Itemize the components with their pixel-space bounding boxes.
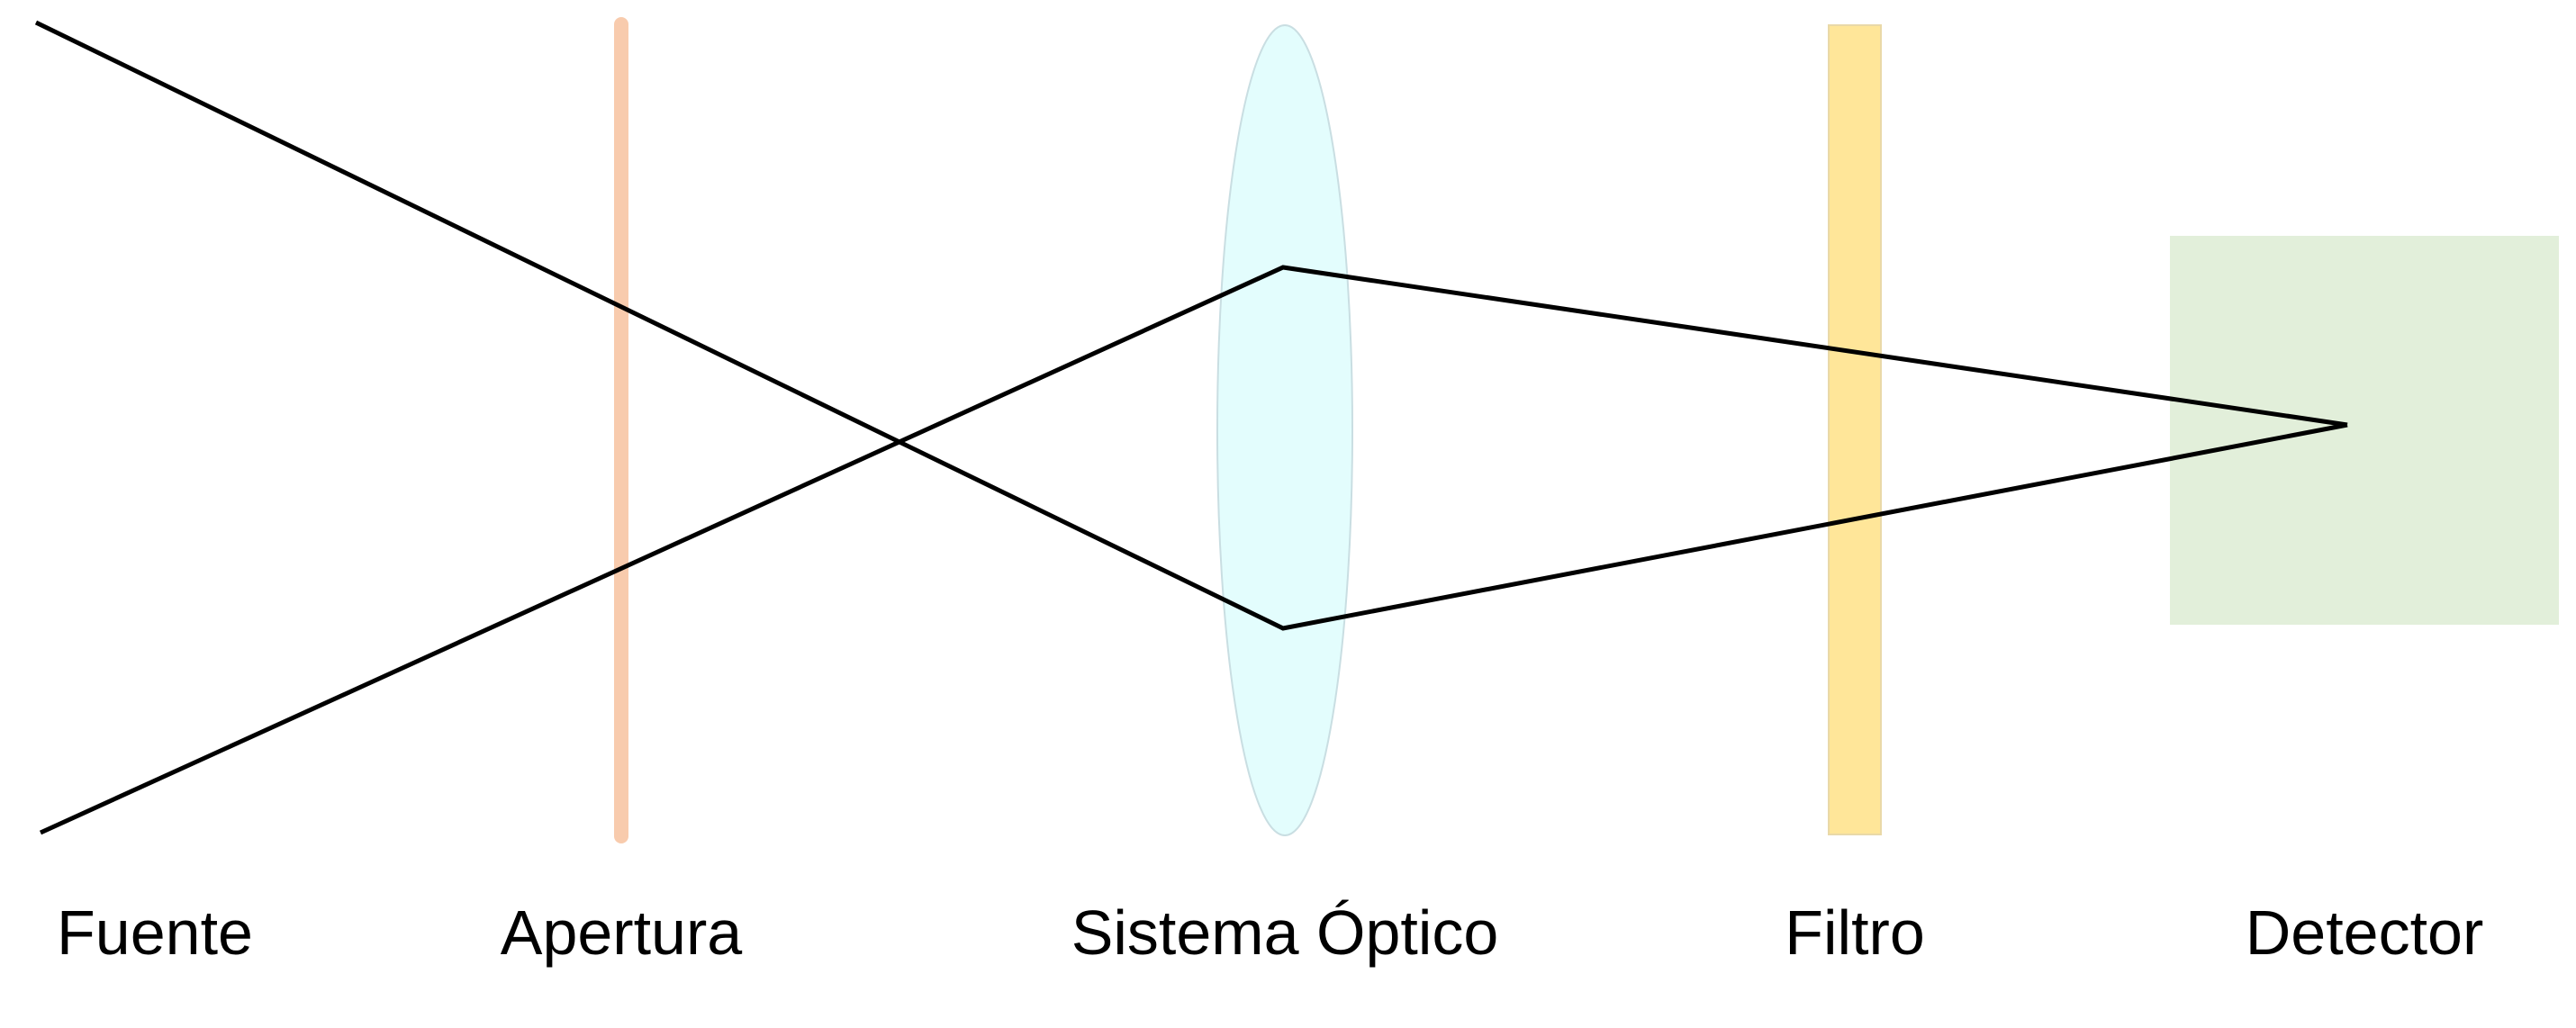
detector-label: Detector [2246,897,2484,968]
filter-shape [1828,24,1882,835]
ray-from-top-of-source [34,20,2348,631]
filter-label: Filtro [1785,897,1925,968]
source-label: Fuente [57,897,253,968]
ray-from-bottom-of-source [39,265,2348,835]
detector-shape [2170,236,2559,625]
optical-system-label: Sistema Óptico [1071,897,1499,968]
aperture-label: Apertura [501,897,743,968]
lens-shape [1216,24,1353,836]
